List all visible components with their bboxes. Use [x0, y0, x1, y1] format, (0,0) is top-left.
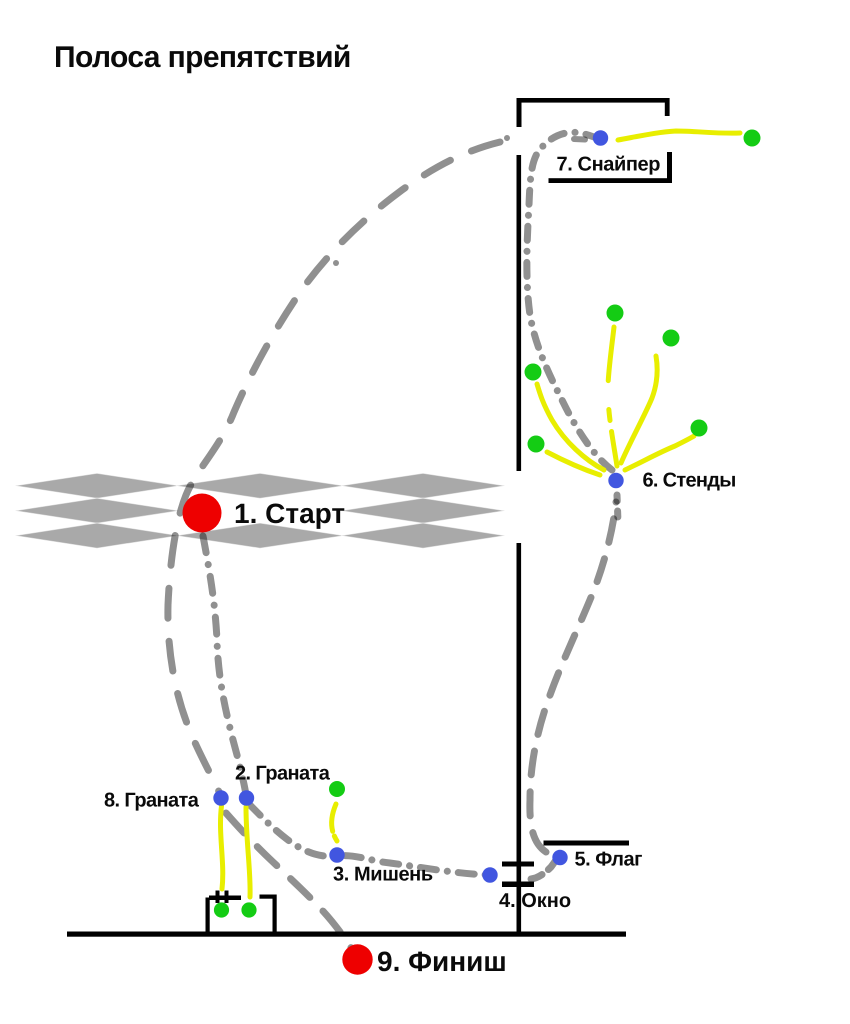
svg-text:5. Флаг: 5. Флаг — [575, 849, 643, 871]
svg-text:7. Снайпер: 7. Снайпер — [557, 154, 661, 176]
svg-text:4. Окно: 4. Окно — [499, 890, 571, 912]
svg-text:Полоса препятствий: Полоса препятствий — [54, 41, 351, 74]
svg-text:6. Стенды: 6. Стенды — [643, 470, 736, 492]
svg-text:2. Граната: 2. Граната — [235, 763, 331, 785]
svg-text:3. Мишень: 3. Мишень — [333, 864, 433, 886]
svg-text:1. Старт: 1. Старт — [234, 498, 345, 529]
svg-text:8. Граната: 8. Граната — [104, 790, 200, 812]
svg-text:9. Финиш: 9. Финиш — [377, 946, 507, 977]
